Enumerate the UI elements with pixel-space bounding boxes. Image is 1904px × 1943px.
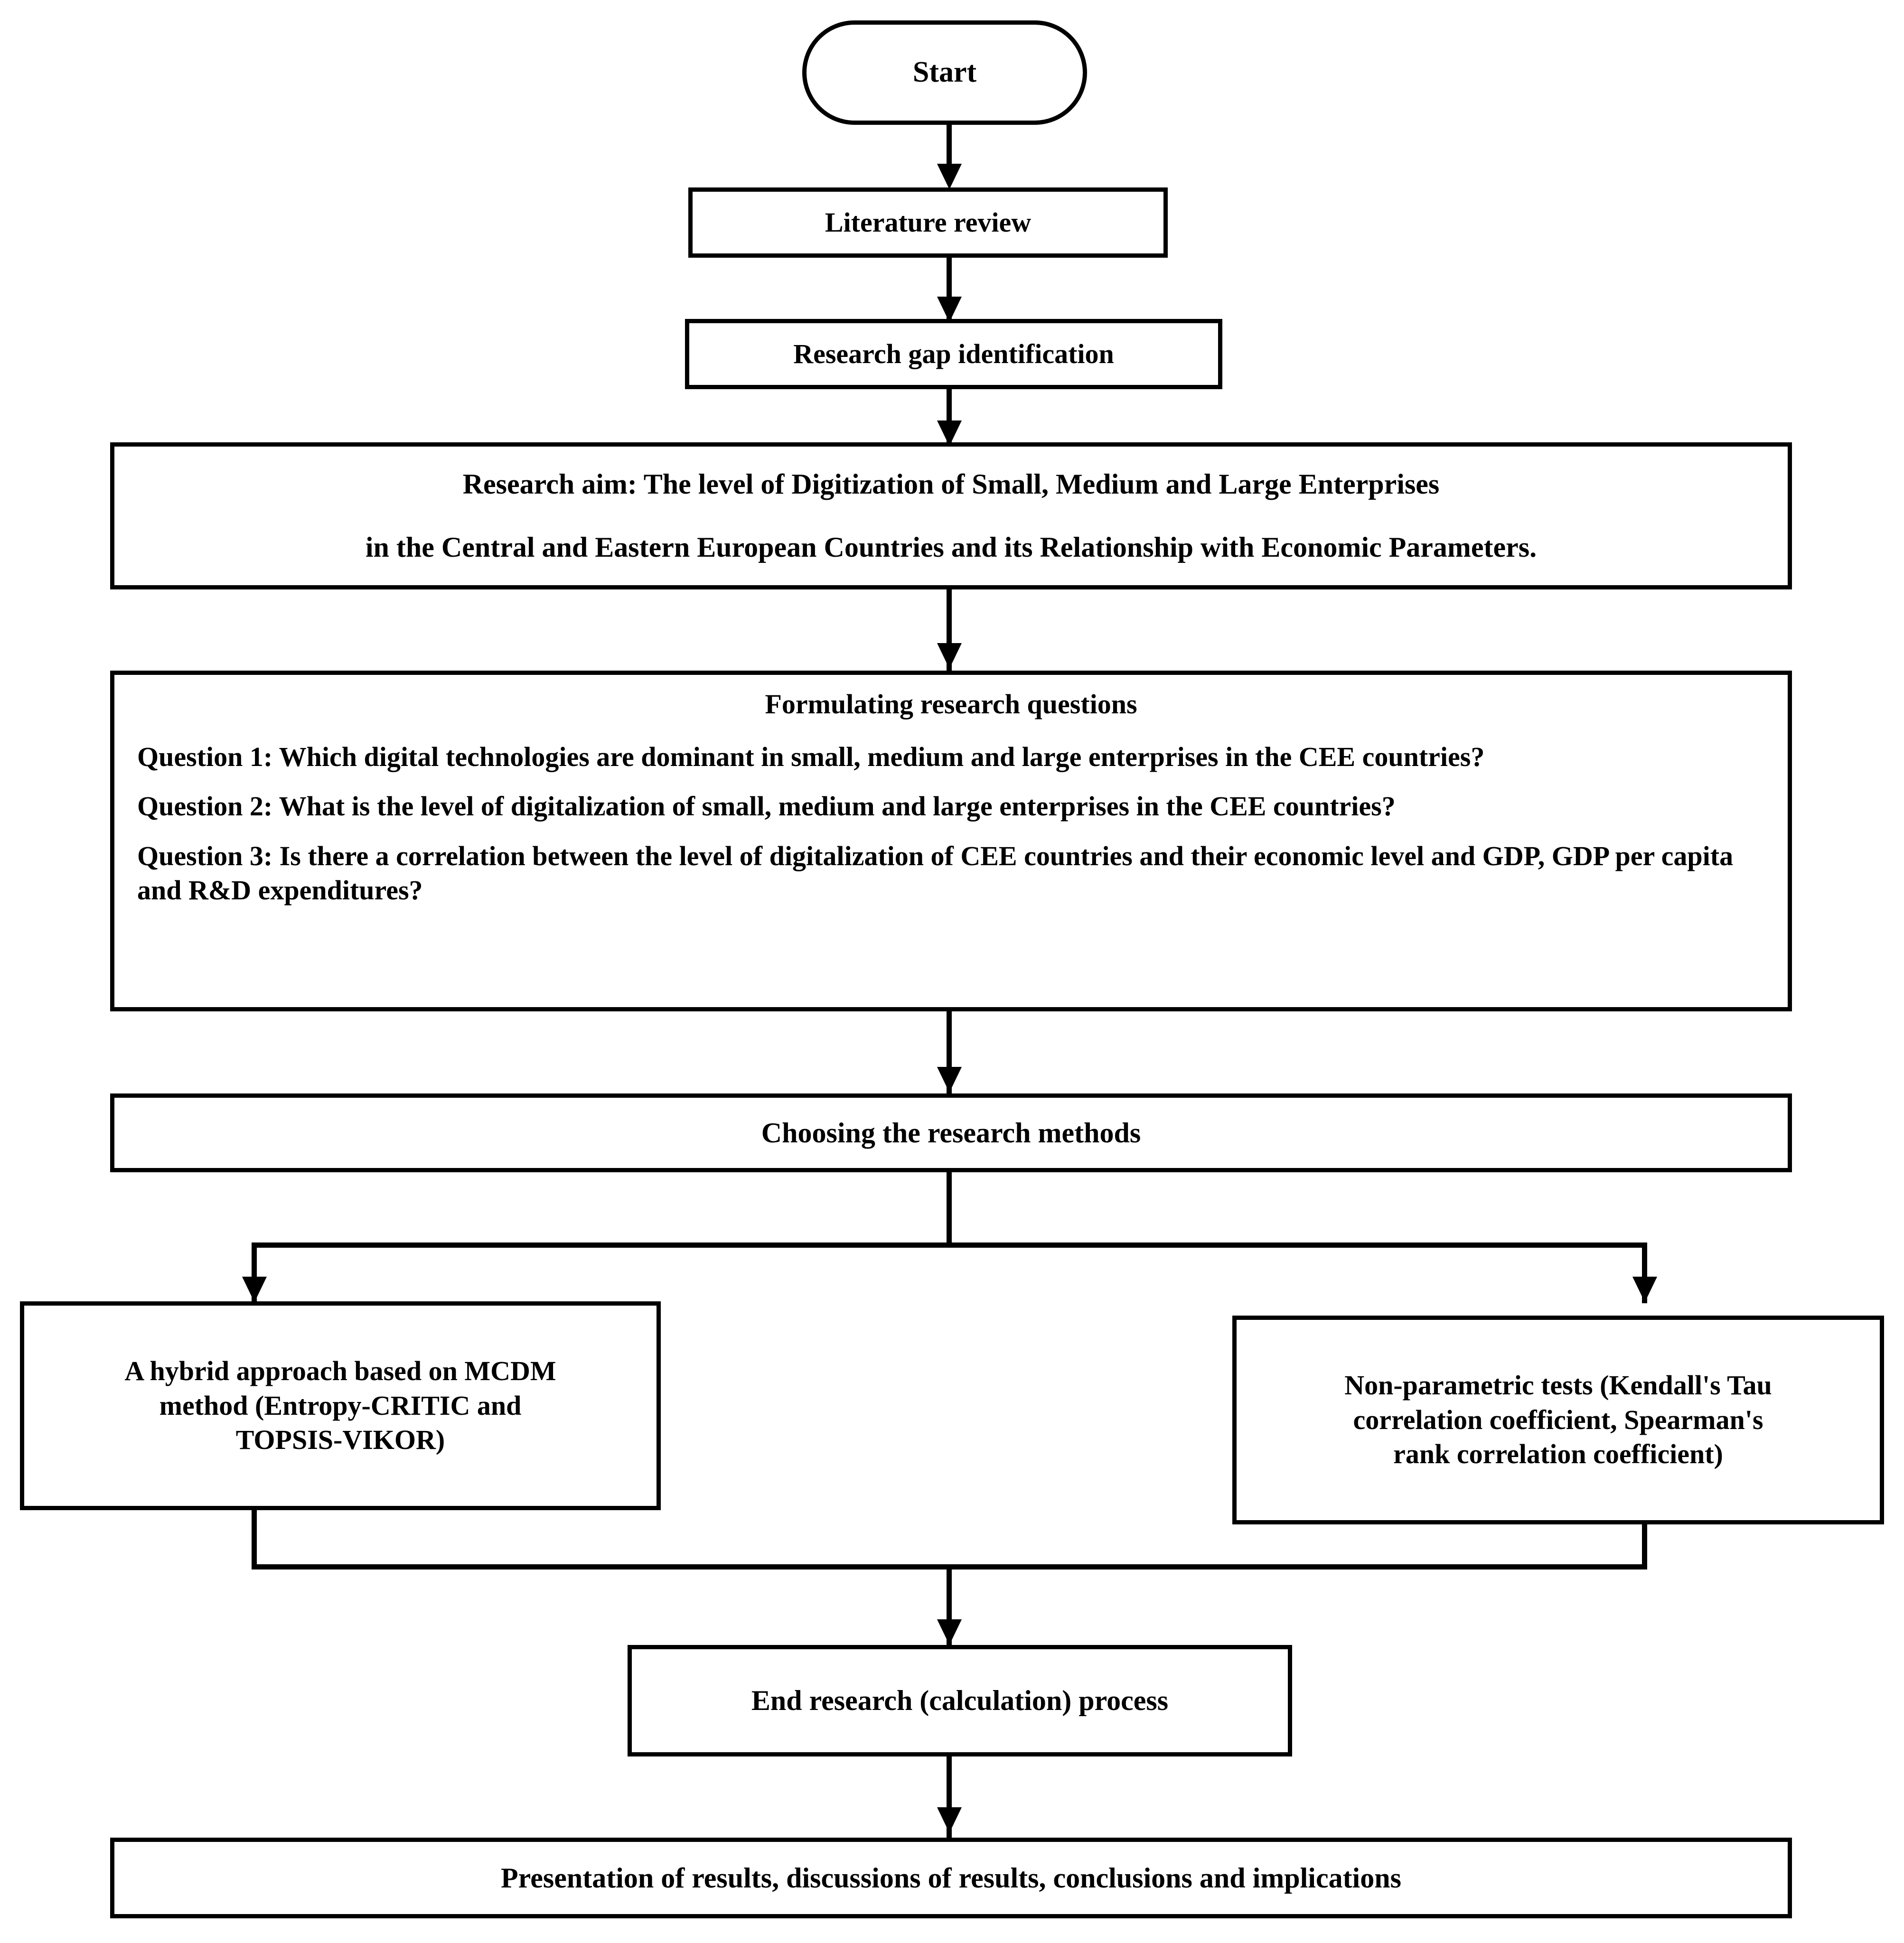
connector-methods-split-stem [947,1172,952,1246]
node-end-research[interactable]: End research (calculation) process [628,1645,1292,1756]
node-method-nonparametric-line-2: correlation coefficient, Spearman's [1353,1404,1763,1435]
node-literature-review-label: Literature review [825,206,1032,238]
node-research-questions-heading: Formulating research questions [765,689,1137,719]
arrowhead-choosing-methods [937,1067,962,1093]
arrowhead-method-mcdm [242,1277,267,1302]
arrowhead-end-research [937,1619,962,1645]
node-start[interactable]: Start [802,20,1087,125]
arrowhead-research-aim [937,420,962,446]
arrowhead-presentation [937,1807,962,1833]
node-method-nonparametric-line-3: rank correlation coefficient) [1393,1439,1723,1470]
node-method-mcdm[interactable]: A hybrid approach based on MCDM method (… [20,1301,661,1510]
node-start-label: Start [912,56,977,89]
node-research-gap-label: Research gap identification [793,338,1114,369]
node-method-mcdm-line-2: method (Entropy-CRITIC and [159,1390,522,1421]
node-research-aim[interactable]: Research aim: The level of Digitization … [110,442,1792,589]
node-research-aim-line-1: Research aim: The level of Digitization … [462,468,1440,500]
connector-literature-to-gap [947,258,952,324]
connector-methods-split-right-leg [1642,1242,1647,1303]
node-literature-review[interactable]: Literature review [688,187,1168,258]
connector-questions-to-methods [947,1011,952,1099]
connector-start-to-literature [947,122,952,177]
node-end-research-label: End research (calculation) process [751,1685,1169,1716]
node-method-nonparametric-line-1: Non-parametric tests (Kendall's Tau [1344,1370,1772,1401]
node-method-nonparametric[interactable]: Non-parametric tests (Kendall's Tau corr… [1232,1316,1884,1524]
node-method-mcdm-line-3: TOPSIS-VIKOR) [235,1424,445,1456]
node-choosing-methods-label: Choosing the research methods [761,1117,1141,1149]
arrowhead-method-nonparametric [1632,1277,1657,1302]
node-method-mcdm-line-1: A hybrid approach based on MCDM [124,1355,556,1387]
connector-methods-split-bar [252,1242,1647,1248]
connector-methods-split-left-leg [252,1242,257,1303]
arrowhead-research-gap [937,297,962,322]
connector-merge-right-leg [1642,1524,1647,1569]
node-presentation-label: Presentation of results, discussions of … [501,1862,1401,1894]
node-presentation[interactable]: Presentation of results, discussions of … [110,1838,1792,1918]
connector-merge-left-leg [252,1510,257,1569]
node-research-question-2: Question 2: What is the level of digital… [137,791,1396,822]
arrowhead-research-questions [937,643,962,669]
node-research-question-1: Question 1: Which digital technologies a… [137,741,1485,772]
connector-aim-to-questions [947,589,952,675]
node-choosing-methods[interactable]: Choosing the research methods [110,1093,1792,1172]
connector-end-to-presentation [947,1756,952,1840]
arrowhead-literature [937,164,962,189]
node-research-question-3: Question 3: Is there a correlation betwe… [137,840,1734,906]
connector-merge-stem [947,1564,952,1645]
connector-gap-to-aim [947,389,952,446]
node-research-aim-line-2: in the Central and Eastern European Coun… [365,532,1537,563]
node-research-questions[interactable]: Formulating research questions Question … [110,671,1792,1011]
node-research-gap[interactable]: Research gap identification [685,319,1222,389]
